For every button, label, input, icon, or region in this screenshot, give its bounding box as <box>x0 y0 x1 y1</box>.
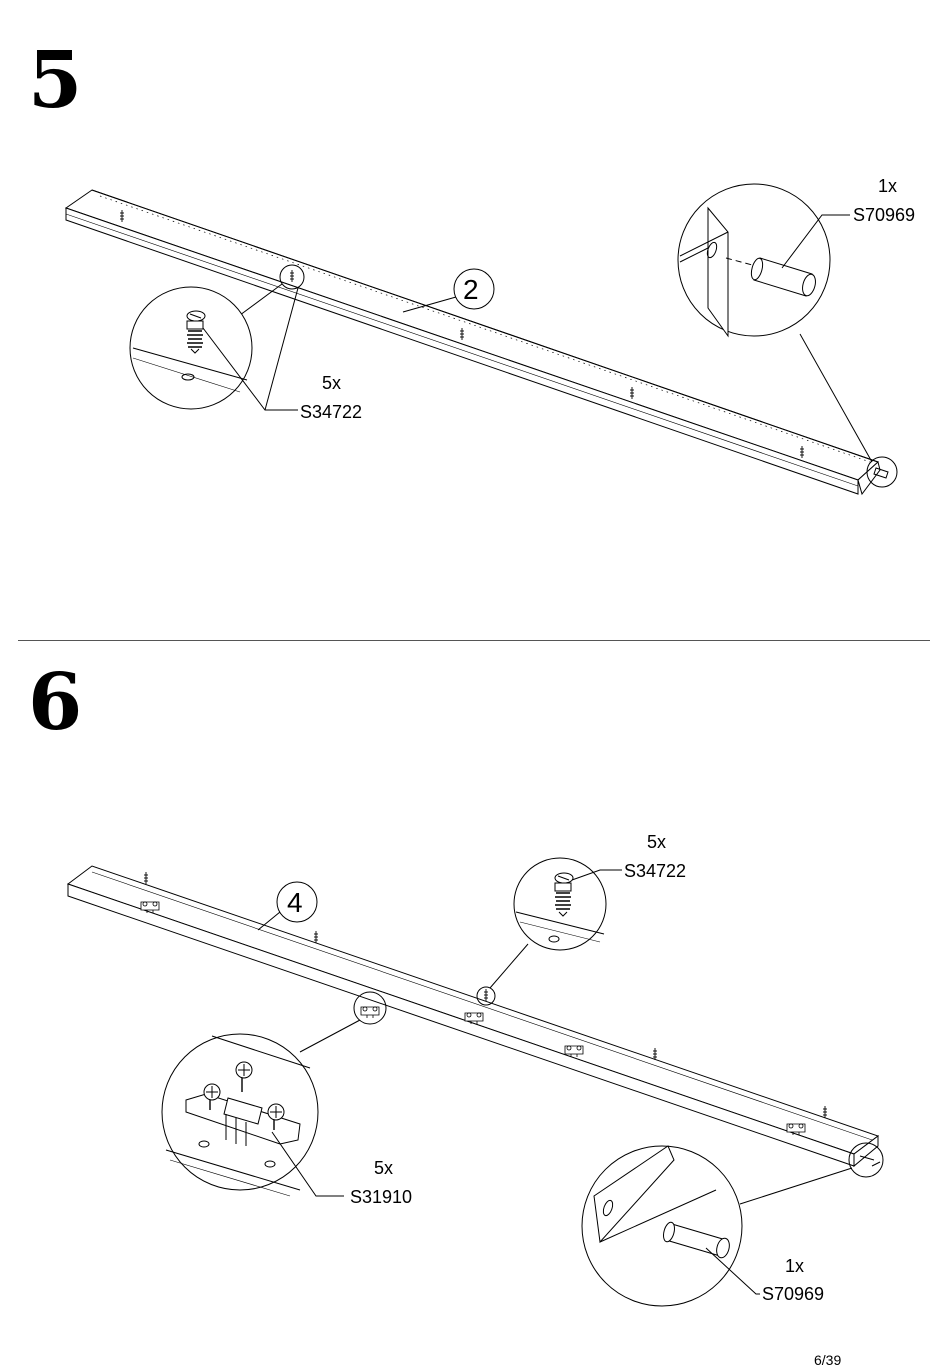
step-5-cam-bolt-qty: 5x <box>322 373 342 393</box>
mounting-plate-zoom <box>162 1034 344 1196</box>
cam-bolt-zoom <box>514 858 622 950</box>
step-divider <box>18 640 930 641</box>
panel-callout-circle <box>277 882 317 922</box>
step-6-plate-code: S31910 <box>350 1187 413 1207</box>
step-6-number: 6 <box>28 657 82 748</box>
page-number: 6/39 <box>814 1352 842 1368</box>
step-5-drawing <box>0 0 950 640</box>
dowel-icon <box>662 1221 732 1259</box>
step-6-dowel-code: S70969 <box>762 1284 825 1304</box>
step-6-dowel-qty: 1x <box>785 1256 805 1276</box>
panel-board <box>66 190 880 494</box>
cam-bolt-marks <box>144 872 827 1118</box>
step-5-cam-bolt-code: S34722 <box>300 402 363 422</box>
cam-bolt-icon <box>555 873 573 916</box>
panel-board <box>68 866 878 1166</box>
step-5-dowel-code: S70969 <box>853 205 916 225</box>
cam-bolt-zoom <box>130 287 298 410</box>
step-6-cam-bolt-qty: 5x <box>647 832 667 852</box>
step-6-plate-qty: 5x <box>374 1158 394 1178</box>
step-5-dowel-qty: 1x <box>878 176 898 196</box>
cam-bolt-marks <box>120 210 804 458</box>
step-5-panel-callout: 2 <box>463 274 479 305</box>
dowel-zoom <box>582 1146 760 1306</box>
cam-bolt-icon <box>187 311 205 353</box>
mounting-plate-icon <box>186 1062 300 1146</box>
dowel-zoom <box>678 184 872 462</box>
step-6-cam-bolt-code: S34722 <box>624 861 687 881</box>
dowel-icon <box>749 257 817 297</box>
mounting-plate-marks <box>141 902 805 1135</box>
step-5-number: 5 <box>28 35 82 126</box>
panel-callout-circle <box>454 269 494 309</box>
step-6-panel-callout: 4 <box>287 887 303 918</box>
